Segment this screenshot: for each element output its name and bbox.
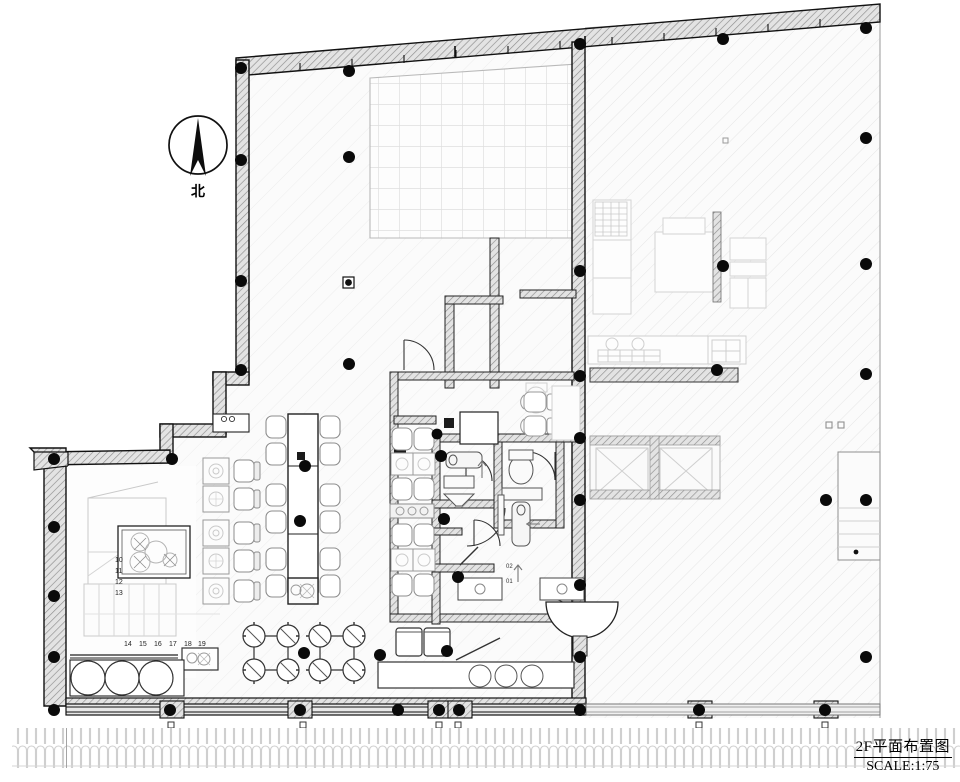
lounge-chairs-upper: [520, 385, 581, 441]
tread-number: 12: [115, 579, 123, 586]
adjacent-unit-faded: [584, 7, 881, 718]
door-tag-lower: 01: [506, 579, 513, 585]
side-tables-left: [202, 457, 261, 605]
faded-counter-row: [587, 335, 747, 365]
tread-number: 17: [169, 641, 177, 648]
tread-number: 16: [154, 641, 162, 648]
faded-bar-counter: [589, 367, 739, 383]
tread-number: 18: [184, 641, 192, 648]
faded-marker: [837, 421, 845, 429]
wall-left-upper: [235, 59, 250, 381]
door-tag-upper: 02: [506, 564, 513, 570]
tread-number: 19: [198, 641, 206, 648]
compass-label: 北: [191, 184, 205, 200]
structural-columns: [48, 22, 872, 716]
tiled-lounge-upper: [369, 63, 579, 239]
drawing-title: 2F平面布置图: [853, 739, 952, 759]
left-room: 10 11 12 13 14 15 16 17 18 19: [68, 466, 220, 697]
elevator-shafts: [589, 435, 721, 500]
faded-marker: [825, 421, 833, 429]
long-dining-table: [287, 413, 319, 605]
faded-grid-cabinet: [594, 201, 628, 237]
bottom-window-band: [12, 700, 960, 768]
north-arrow: [168, 115, 228, 176]
dining-chairs: [265, 415, 341, 598]
tread-number: 15: [139, 641, 147, 648]
bathroom-fixtures: [442, 382, 585, 601]
side-tables-right: [389, 427, 436, 597]
faded-partition: [712, 211, 722, 303]
title-block: 2F平面布置图 SCALE:1:75: [853, 739, 952, 776]
interior-wall-markers: [342, 276, 355, 289]
tread-number: 13: [115, 590, 123, 597]
direction-arrows: [477, 460, 540, 582]
wall-left-outer: [28, 447, 67, 707]
faded-furniture-upper: [592, 199, 767, 315]
tread-number: 10: [115, 557, 123, 564]
secondary-stair-right: [837, 451, 881, 561]
curved-counter: [545, 601, 619, 657]
faded-marker: [722, 137, 729, 144]
tread-number: 11: [115, 568, 122, 575]
drawing-scale: SCALE:1:75: [866, 759, 940, 775]
tread-number: 14: [124, 641, 132, 648]
round-tables: [242, 622, 366, 684]
